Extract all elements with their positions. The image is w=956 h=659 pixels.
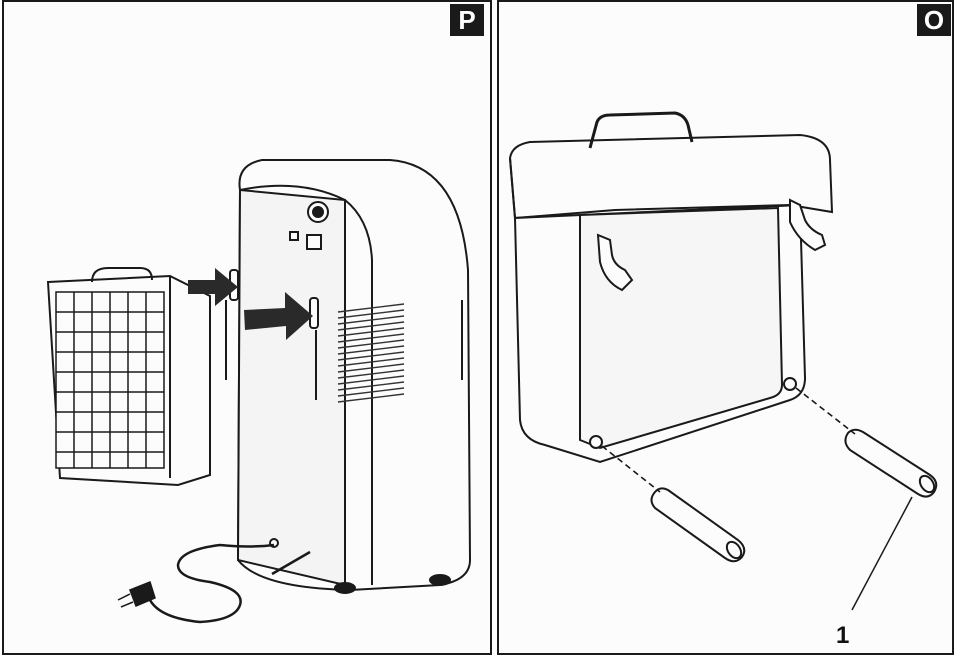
leader-line	[851, 496, 913, 611]
air-conditioner-unit	[225, 159, 472, 594]
direction-arrows	[188, 268, 313, 340]
insertion-guides	[601, 387, 856, 493]
arrow-lower	[244, 292, 313, 340]
panel-tag-p: P	[450, 4, 484, 36]
power-plug	[117, 581, 156, 608]
rods	[650, 428, 938, 563]
power-cable	[146, 543, 311, 624]
arrow-upper	[188, 268, 238, 306]
unit-underside	[508, 111, 834, 464]
side-grille	[337, 303, 405, 403]
callout-rod-label: 1	[836, 622, 850, 649]
air-filter	[46, 267, 211, 487]
rod-right	[844, 428, 938, 498]
panel-tag-o: O	[917, 4, 951, 36]
